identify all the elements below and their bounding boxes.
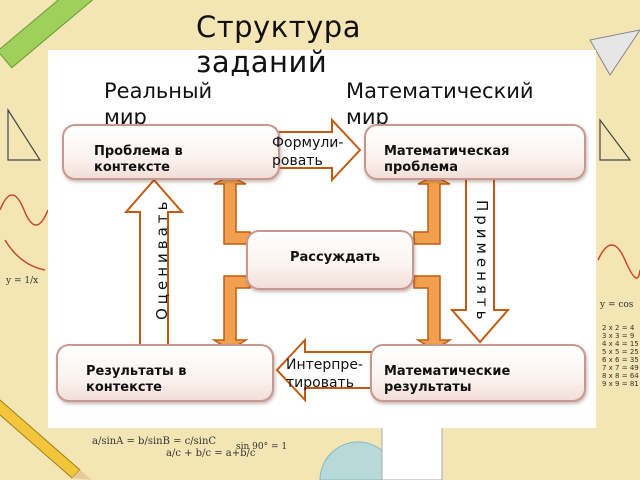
apply-arrow — [449, 171, 511, 344]
paper-plane-icon — [589, 29, 640, 76]
multiplication-row: 5 x 5 = 25 — [602, 348, 639, 356]
interpret-arrow — [275, 337, 376, 403]
reason-arrow-top-left — [213, 175, 251, 245]
cos-curve-icon — [597, 244, 640, 279]
math-problem-box — [364, 124, 586, 180]
problem-context-label: Проблема в контексте — [94, 144, 183, 175]
math-problem-label: Математическая проблема — [384, 144, 510, 175]
multiplication-row: 9 x 9 = 81 — [602, 380, 639, 388]
multiplication-row: 4 x 4 = 15 — [602, 340, 639, 348]
multiplication-row: 3 x 3 = 9 — [602, 332, 635, 340]
ruler-icon — [0, 0, 105, 69]
header-math-world: Математический мир — [346, 79, 534, 129]
evaluate-arrow — [123, 178, 185, 346]
formula-cos-text: y = cos — [600, 300, 634, 310]
hyperbola-icon — [4, 239, 46, 271]
problem-context-box — [62, 124, 280, 180]
results-context-label: Результаты в контексте — [86, 364, 187, 395]
apply-label: Применять — [473, 200, 491, 324]
multiplication-row: 8 x 8 = 64 — [602, 372, 639, 380]
triangle-icon — [7, 107, 632, 161]
math-results-box — [370, 344, 586, 402]
reason-label: Рассуждать — [290, 250, 381, 265]
formula-frac-text: a/c + b/c = a+b/c — [166, 448, 256, 459]
reason-arrow-top-right — [413, 175, 451, 245]
math-results-label: Математические результаты — [384, 364, 511, 395]
formula-paper-icon — [381, 419, 443, 480]
results-context-box — [56, 344, 274, 402]
evaluate-label: Оценивать — [153, 197, 171, 320]
formulate-label: Формули-ровать — [272, 135, 344, 169]
pencil-icon — [0, 399, 92, 480]
formula-sine-text: a/sinA = b/sinB = c/sinC — [92, 436, 217, 447]
reason-arrow-bottom-left — [211, 275, 251, 351]
sine-curve-icon — [0, 194, 49, 226]
multiplication-table: 2 x 2 = 4 3 x 3 = 9 4 x 4 = 15 5 x 5 = 2… — [602, 324, 640, 388]
multiplication-row: 7 x 7 = 49 — [602, 364, 639, 372]
reason-box — [246, 230, 414, 290]
multiplication-row: 6 x 6 = 35 — [602, 356, 639, 364]
reason-arrow-bottom-right — [413, 275, 453, 351]
formula-func-text: y = 1/x — [6, 276, 39, 286]
formula-sin-text: sin 90° = 1 — [236, 442, 288, 452]
interpret-label: Интерпре-тировать — [286, 357, 363, 391]
page-title: Структура заданий — [196, 10, 361, 79]
multiplication-row: 2 x 2 = 4 — [602, 324, 635, 332]
